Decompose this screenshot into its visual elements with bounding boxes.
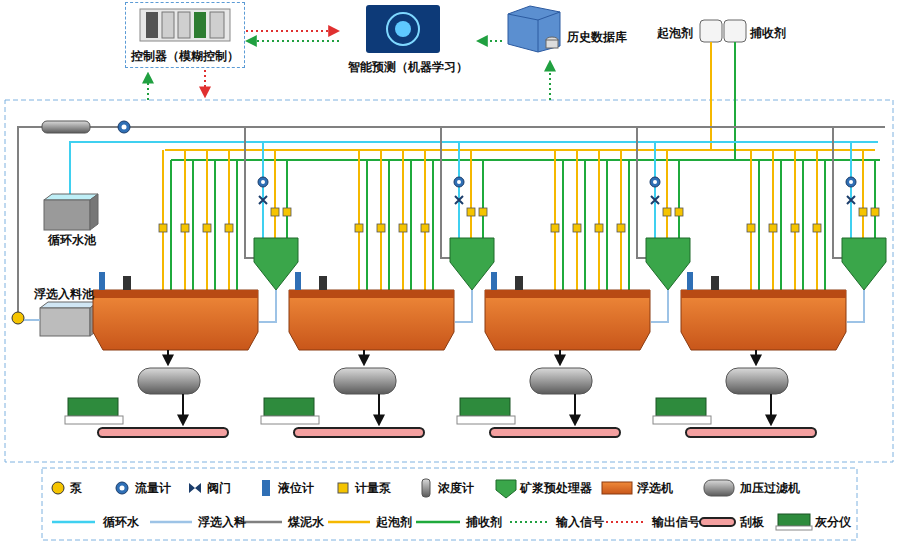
frother-tank: 起泡剂 xyxy=(655,24,699,42)
unit-1 xyxy=(65,127,298,437)
node-label: 智能预测（机器学习） xyxy=(348,60,468,74)
legend-label: 刮板 xyxy=(740,515,764,529)
water-pool xyxy=(44,194,98,230)
plant-region xyxy=(5,100,893,462)
legend-label: 浮选机 xyxy=(637,481,673,495)
node-label: 历史数据库 xyxy=(567,30,627,44)
legend-label: 加压过滤机 xyxy=(740,481,800,495)
database-signal xyxy=(549,62,551,100)
legend-label: 矿浆预处理器 xyxy=(520,481,592,495)
controller-plc xyxy=(140,9,230,41)
frother-main xyxy=(165,42,875,150)
legend-label: 输出信号 xyxy=(652,515,700,529)
signal-arrow xyxy=(246,30,339,32)
legend-icons xyxy=(52,479,812,530)
output-signal xyxy=(204,70,206,96)
concentration-meter xyxy=(42,121,90,133)
prediction-image xyxy=(366,5,440,53)
input-signal xyxy=(147,74,149,100)
database-server xyxy=(508,6,560,52)
legend-label: 流量计 xyxy=(135,481,171,495)
node-label: 起泡剂 xyxy=(657,26,693,40)
legend-label: 捕收剂 xyxy=(466,515,502,529)
collector-tank: 捕收剂 xyxy=(748,24,794,42)
feed-pool xyxy=(40,302,98,336)
legend-label: 输入信号 xyxy=(556,515,604,529)
unit-3 xyxy=(457,127,690,437)
node-label: 控制器（模糊控制） xyxy=(131,49,239,63)
unit-4 xyxy=(653,127,886,437)
legend-box xyxy=(42,468,857,540)
prediction-box: 智能预测（机器学习） xyxy=(340,3,476,75)
legend-label: 起泡剂 xyxy=(376,515,412,529)
feed-pump xyxy=(12,312,40,324)
water-pool: 循环水池 xyxy=(38,190,106,250)
legend-label: 浓度计 xyxy=(438,481,474,495)
controller-box: 控制器（模糊控制） xyxy=(125,2,245,68)
unit-2 xyxy=(261,127,494,437)
node-label: 捕收剂 xyxy=(750,26,786,40)
node-label: 浮选入料池 xyxy=(34,287,94,301)
database-box: 历史数据库 xyxy=(503,3,645,55)
legend-label: 液位计 xyxy=(278,481,314,495)
top-flowmeter xyxy=(118,121,130,133)
legend-label: 计量泵 xyxy=(355,481,391,495)
legend-label: 循环水 xyxy=(103,515,139,529)
water-main xyxy=(70,142,878,196)
reagent-tanks xyxy=(700,20,746,42)
feed-pool: 浮选入料池 xyxy=(22,284,106,338)
legend-label: 浮选入料 xyxy=(198,515,246,529)
legend-label: 煤泥水 xyxy=(288,515,324,529)
node-label: 循环水池 xyxy=(48,233,96,247)
slurry-main xyxy=(18,127,885,312)
legend-label: 泵 xyxy=(70,481,82,495)
signal-arrow xyxy=(477,40,502,42)
signal-arrow xyxy=(246,40,339,42)
legend-label: 阀门 xyxy=(207,481,231,495)
legend-label: 灰分仪 xyxy=(815,515,851,529)
